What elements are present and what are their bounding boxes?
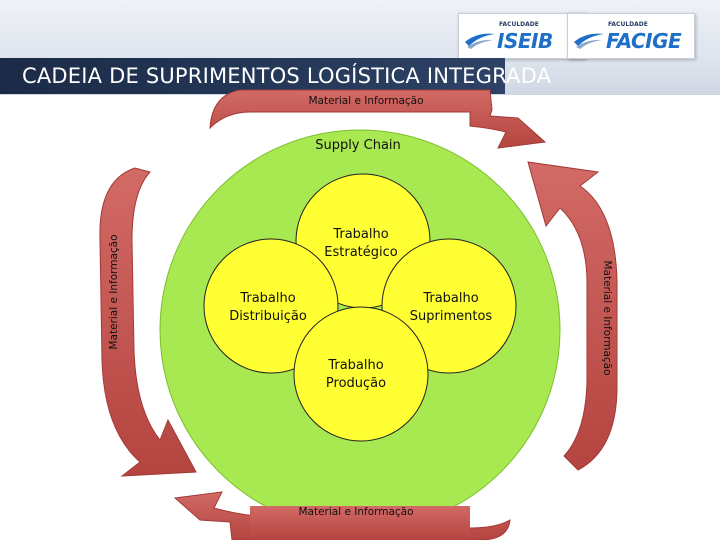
- distribuicao-line1: Trabalho: [239, 291, 295, 306]
- logo-swoosh-icon: [465, 33, 495, 49]
- estrategico-line1: Trabalho: [332, 227, 388, 242]
- suprimentos-line2: Suprimentos: [410, 309, 493, 324]
- logo-swoosh-icon: [574, 33, 604, 49]
- right-arrow: [527, 161, 618, 471]
- supply-chain-label: Supply Chain: [315, 138, 401, 153]
- bottom-arrow-label: Material e Informação: [298, 506, 413, 518]
- page-title: CADEIA DE SUPRIMENTOS LOGÍSTICA INTEGRAD…: [22, 64, 552, 88]
- producao-line2: Produção: [326, 376, 386, 391]
- left-arrow: [99, 167, 197, 477]
- producao-line1: Trabalho: [327, 358, 383, 373]
- bottom-arrow-band: [250, 506, 470, 540]
- left-arrow-label: Material e Informação: [108, 234, 120, 349]
- title-bar: [0, 58, 505, 94]
- logo-name: FACIGE: [606, 29, 682, 53]
- distribuicao-line2: Distribuição: [229, 309, 307, 324]
- logo-small-text: FACULDADE: [499, 21, 539, 28]
- top-arrow: [209, 89, 547, 149]
- top-arrow-label: Material e Informação: [308, 95, 423, 107]
- logo-name: ISEIB: [497, 29, 553, 53]
- suprimentos-line1: Trabalho: [422, 291, 478, 306]
- facige-logo: FACULDADE FACIGE: [567, 13, 695, 59]
- right-arrow-label: Material e Informação: [601, 260, 613, 375]
- logo-small-text: FACULDADE: [608, 21, 648, 28]
- circle-producao: [293, 306, 429, 442]
- iseib-logo: FACULDADE ISEIB: [458, 13, 586, 59]
- estrategico-line2: Estratégico: [324, 245, 398, 260]
